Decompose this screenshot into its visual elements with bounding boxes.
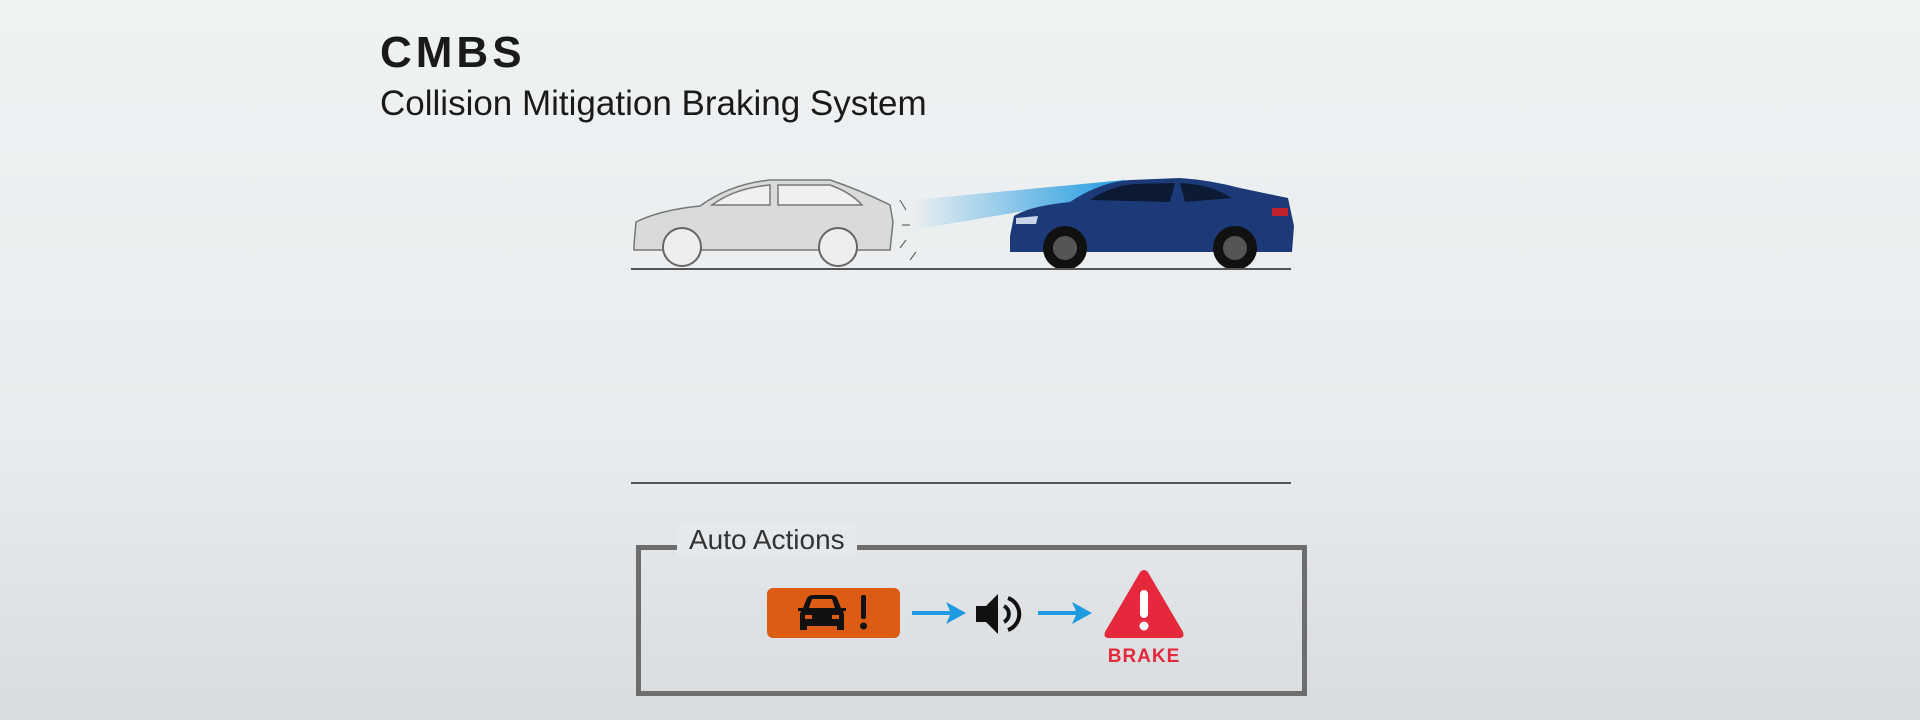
auto-actions-title: Auto Actions (677, 524, 857, 556)
forward-collision-warning-icon (798, 595, 867, 630)
road-line (631, 268, 1291, 270)
page-title: CMBS (380, 28, 526, 77)
lead-vehicle-outline (633, 179, 894, 267)
auto-actions-panel (636, 545, 1307, 696)
arrow-right-icon (1038, 602, 1092, 624)
page-subtitle: Collision Mitigation Braking System (380, 84, 927, 123)
sensor-beam (912, 180, 1125, 230)
road-line (631, 482, 1291, 484)
audible-alert-speaker-icon (976, 594, 1022, 634)
impact-lines (899, 199, 917, 261)
brake-warning-triangle-icon (1104, 570, 1184, 638)
brake-label: BRAKE (1107, 646, 1181, 667)
forward-collision-warning-badge (767, 588, 900, 638)
arrow-right-icon (912, 602, 966, 624)
